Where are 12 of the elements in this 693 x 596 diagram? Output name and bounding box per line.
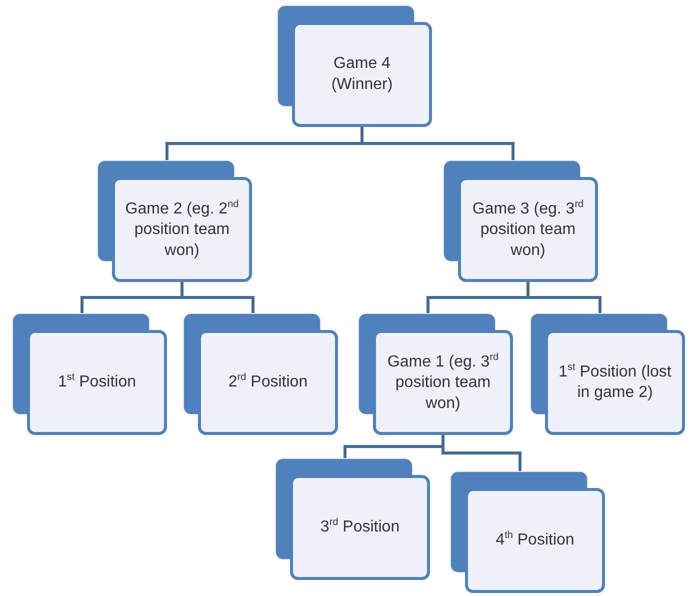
- box-label: 2$^{rd}$ Position: [227, 371, 309, 393]
- connector-line: [526, 282, 602, 313]
- box-label: 3$^{rd}$ Position: [319, 516, 401, 538]
- box-label: 1$^{st}$ Position: [56, 371, 138, 393]
- connector-line: [360, 127, 514, 160]
- box-label: 4$^{th}$ Position: [494, 529, 576, 551]
- box-label: Game 4 (Winner): [330, 54, 394, 94]
- box-label: Game 1 (eg. 3$^{rd}$ position team won): [386, 350, 500, 414]
- box-label: Game 2 (eg. 2$^{nd}$ position team won): [124, 198, 240, 261]
- box-label: Game 3 (eg. 3$^{rd}$ position team won): [471, 198, 585, 261]
- connector-line: [180, 282, 254, 313]
- box-label: 1$^{st}$ Position (lost in game 2): [558, 361, 672, 404]
